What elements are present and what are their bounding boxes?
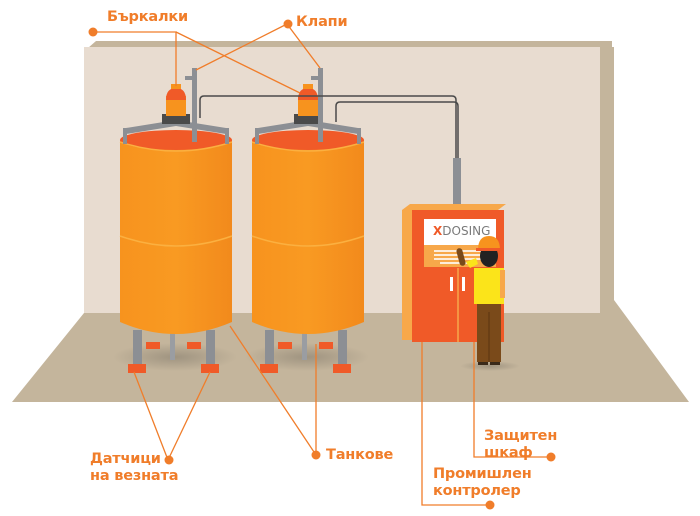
- leg: [170, 330, 175, 360]
- callout-cabinet: [473, 342, 549, 458]
- operator-shadow: [460, 361, 520, 371]
- leg: [338, 330, 347, 368]
- label-cabinet-line2: шкаф: [484, 445, 533, 461]
- leg: [302, 330, 307, 360]
- leg: [206, 330, 215, 368]
- callout-lines: [94, 23, 549, 506]
- tank-2: [251, 68, 365, 373]
- callout-tanks: [229, 325, 317, 456]
- agitator-2: [255, 84, 361, 144]
- control-cables: [199, 95, 459, 160]
- tank-top: [252, 130, 364, 150]
- label-agitators: Бъркалки: [107, 9, 188, 25]
- label-protective-cabinet: Защитен шкаф: [484, 428, 557, 462]
- brand-rest: DOSING: [442, 224, 491, 238]
- tank-body: [252, 140, 364, 334]
- controller-dot: [485, 500, 495, 510]
- leg: [265, 330, 274, 368]
- tanks-dot: [311, 450, 321, 460]
- label-cabinet-line1: Защитен: [484, 428, 558, 444]
- load-cell: [278, 342, 292, 349]
- operator: [456, 236, 505, 365]
- label-valves: Клапи: [296, 14, 348, 30]
- callout-valves: [286, 23, 321, 69]
- callout-agitators: [94, 31, 177, 86]
- callout-load-cells: [167, 371, 211, 461]
- callout-load-cells: [133, 371, 169, 461]
- cabinet-dot: [546, 452, 556, 462]
- label-industrial-controller: Промишлен контролер: [433, 466, 532, 500]
- callout-controller: [421, 342, 489, 506]
- valve-1: [185, 68, 197, 142]
- load-cell: [146, 342, 160, 349]
- label-load-cells: Датчици на везната: [90, 451, 178, 485]
- load-cell: [128, 364, 146, 373]
- load-cell: [187, 342, 201, 349]
- valves-dot: [283, 19, 293, 29]
- label-controller-line2: контролер: [433, 483, 521, 499]
- controller-brand: XDOSING: [433, 224, 490, 238]
- label-load-cells-line2: на везната: [90, 468, 179, 484]
- label-tanks: Танкове: [326, 447, 394, 463]
- load-cell: [260, 364, 278, 373]
- tank-top: [120, 130, 232, 150]
- tank-body: [120, 140, 232, 334]
- load-cell: [319, 342, 333, 349]
- label-load-cells-line1: Датчици: [90, 451, 161, 467]
- load-cells-dot: [164, 455, 174, 465]
- label-controller-line1: Промишлен: [433, 466, 532, 482]
- callout-agitators: [175, 31, 301, 94]
- callout-valves: [195, 23, 288, 71]
- load-cell: [201, 364, 219, 373]
- agitator-1: [123, 84, 229, 144]
- tank-1: [119, 68, 233, 373]
- cable-conduit: [453, 158, 461, 208]
- valve-2: [311, 68, 323, 142]
- brand-prefix: X: [433, 224, 443, 238]
- leg: [133, 330, 142, 368]
- wall-top-edge: [88, 41, 612, 48]
- load-cell: [333, 364, 351, 373]
- callout-dots: [88, 19, 556, 510]
- agitators-dot: [88, 27, 98, 37]
